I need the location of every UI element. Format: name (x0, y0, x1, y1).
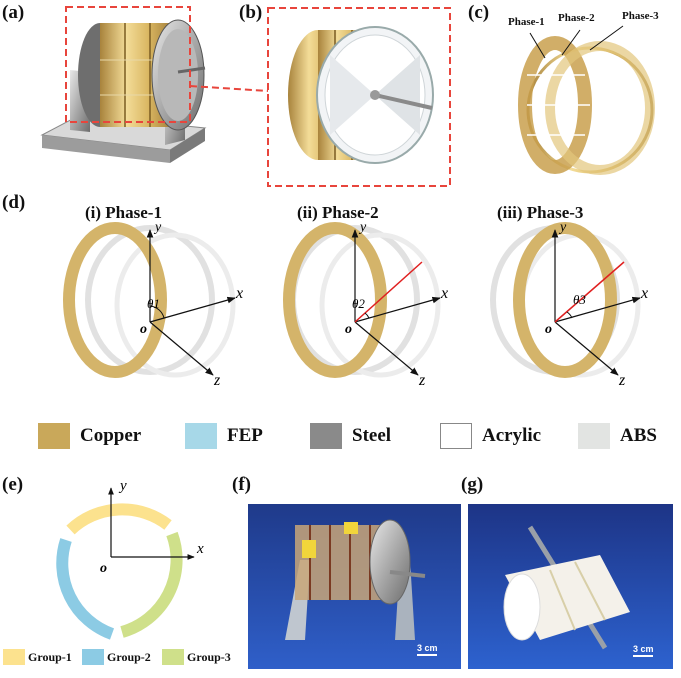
axis-x-3: x (641, 285, 649, 302)
zoom-connector-line (189, 85, 269, 92)
phase-2-diagram (283, 222, 441, 378)
group-label-2: Group-2 (107, 649, 151, 664)
legend-label-acrylic: Acrylic (482, 425, 542, 446)
subpanel-title-ii: (ii) Phase-2 (297, 203, 379, 222)
panel-label-e: (e) (2, 474, 24, 495)
fep-swatch (185, 423, 217, 449)
legend-acrylic: Acrylic (440, 423, 541, 449)
phase-label-3: Phase-3 (622, 10, 659, 22)
e-origin: o (100, 561, 107, 576)
device-photo (248, 504, 461, 669)
angle-label-1: θ1 (147, 296, 160, 311)
legend-label-abs: ABS (620, 425, 657, 446)
group-legend-2: Group-2 (82, 648, 151, 666)
group-label-1: Group-1 (28, 649, 72, 664)
e-axis-x: x (197, 541, 204, 557)
angle-label-3: θ3 (573, 292, 586, 307)
angle-label-2: θ2 (352, 296, 365, 311)
phase-1-diagram (63, 222, 236, 378)
origin-2: o (345, 322, 352, 337)
axis-y-2: y (360, 220, 367, 235)
panel-label-f: (f) (232, 474, 251, 495)
group-label-3: Group-3 (187, 649, 231, 664)
scale-label-g: 3 cm (633, 644, 654, 654)
legend-label-fep: FEP (227, 425, 263, 446)
group-legend-1: Group-1 (3, 648, 72, 666)
phase-label-1: Phase-1 (508, 16, 545, 28)
subpanel-title-i: (i) Phase-1 (85, 203, 162, 222)
group-2-swatch (82, 649, 104, 665)
axis-x-1: x (236, 285, 244, 302)
origin-1: o (140, 322, 147, 337)
axis-y-1: y (155, 220, 162, 235)
steel-swatch (310, 423, 342, 449)
axis-z-2: z (419, 372, 426, 389)
group-1-swatch (3, 649, 25, 665)
copper-rings-diagram (518, 25, 655, 175)
panel-label-b: (b) (239, 2, 263, 23)
subpanel-title-iii: (iii) Phase-3 (497, 203, 584, 222)
axis-x-2: x (441, 285, 449, 302)
group-legend-3: Group-3 (162, 648, 231, 666)
zoomed-cylinder-view (267, 7, 451, 187)
group-ring-diagram (56, 487, 195, 640)
scale-label-f: 3 cm (417, 643, 438, 653)
phase-label-2: Phase-2 (558, 12, 595, 24)
panel-label-g: (g) (461, 474, 484, 495)
origin-3: o (545, 322, 552, 337)
group-3-swatch (162, 649, 184, 665)
axis-z-1: z (214, 372, 221, 389)
axis-y-3: y (560, 220, 567, 235)
phase-3-diagram (490, 222, 641, 378)
legend-label-copper: Copper (80, 425, 142, 446)
panel-label-d: (d) (2, 192, 26, 213)
legend-label-steel: Steel (352, 425, 392, 446)
abs-swatch (578, 423, 610, 449)
legend-abs: ABS (578, 423, 657, 449)
legend-copper: Copper (38, 423, 141, 449)
panel-label-a: (a) (2, 2, 25, 23)
copper-swatch (38, 423, 70, 449)
abs-core-photo (468, 504, 673, 669)
legend-steel: Steel (310, 423, 391, 449)
axis-z-3: z (619, 372, 626, 389)
panel-label-c: (c) (468, 2, 490, 23)
e-axis-y: y (120, 478, 127, 494)
device-3d-render (40, 6, 207, 163)
legend-fep: FEP (185, 423, 263, 449)
acrylic-swatch (440, 423, 472, 449)
